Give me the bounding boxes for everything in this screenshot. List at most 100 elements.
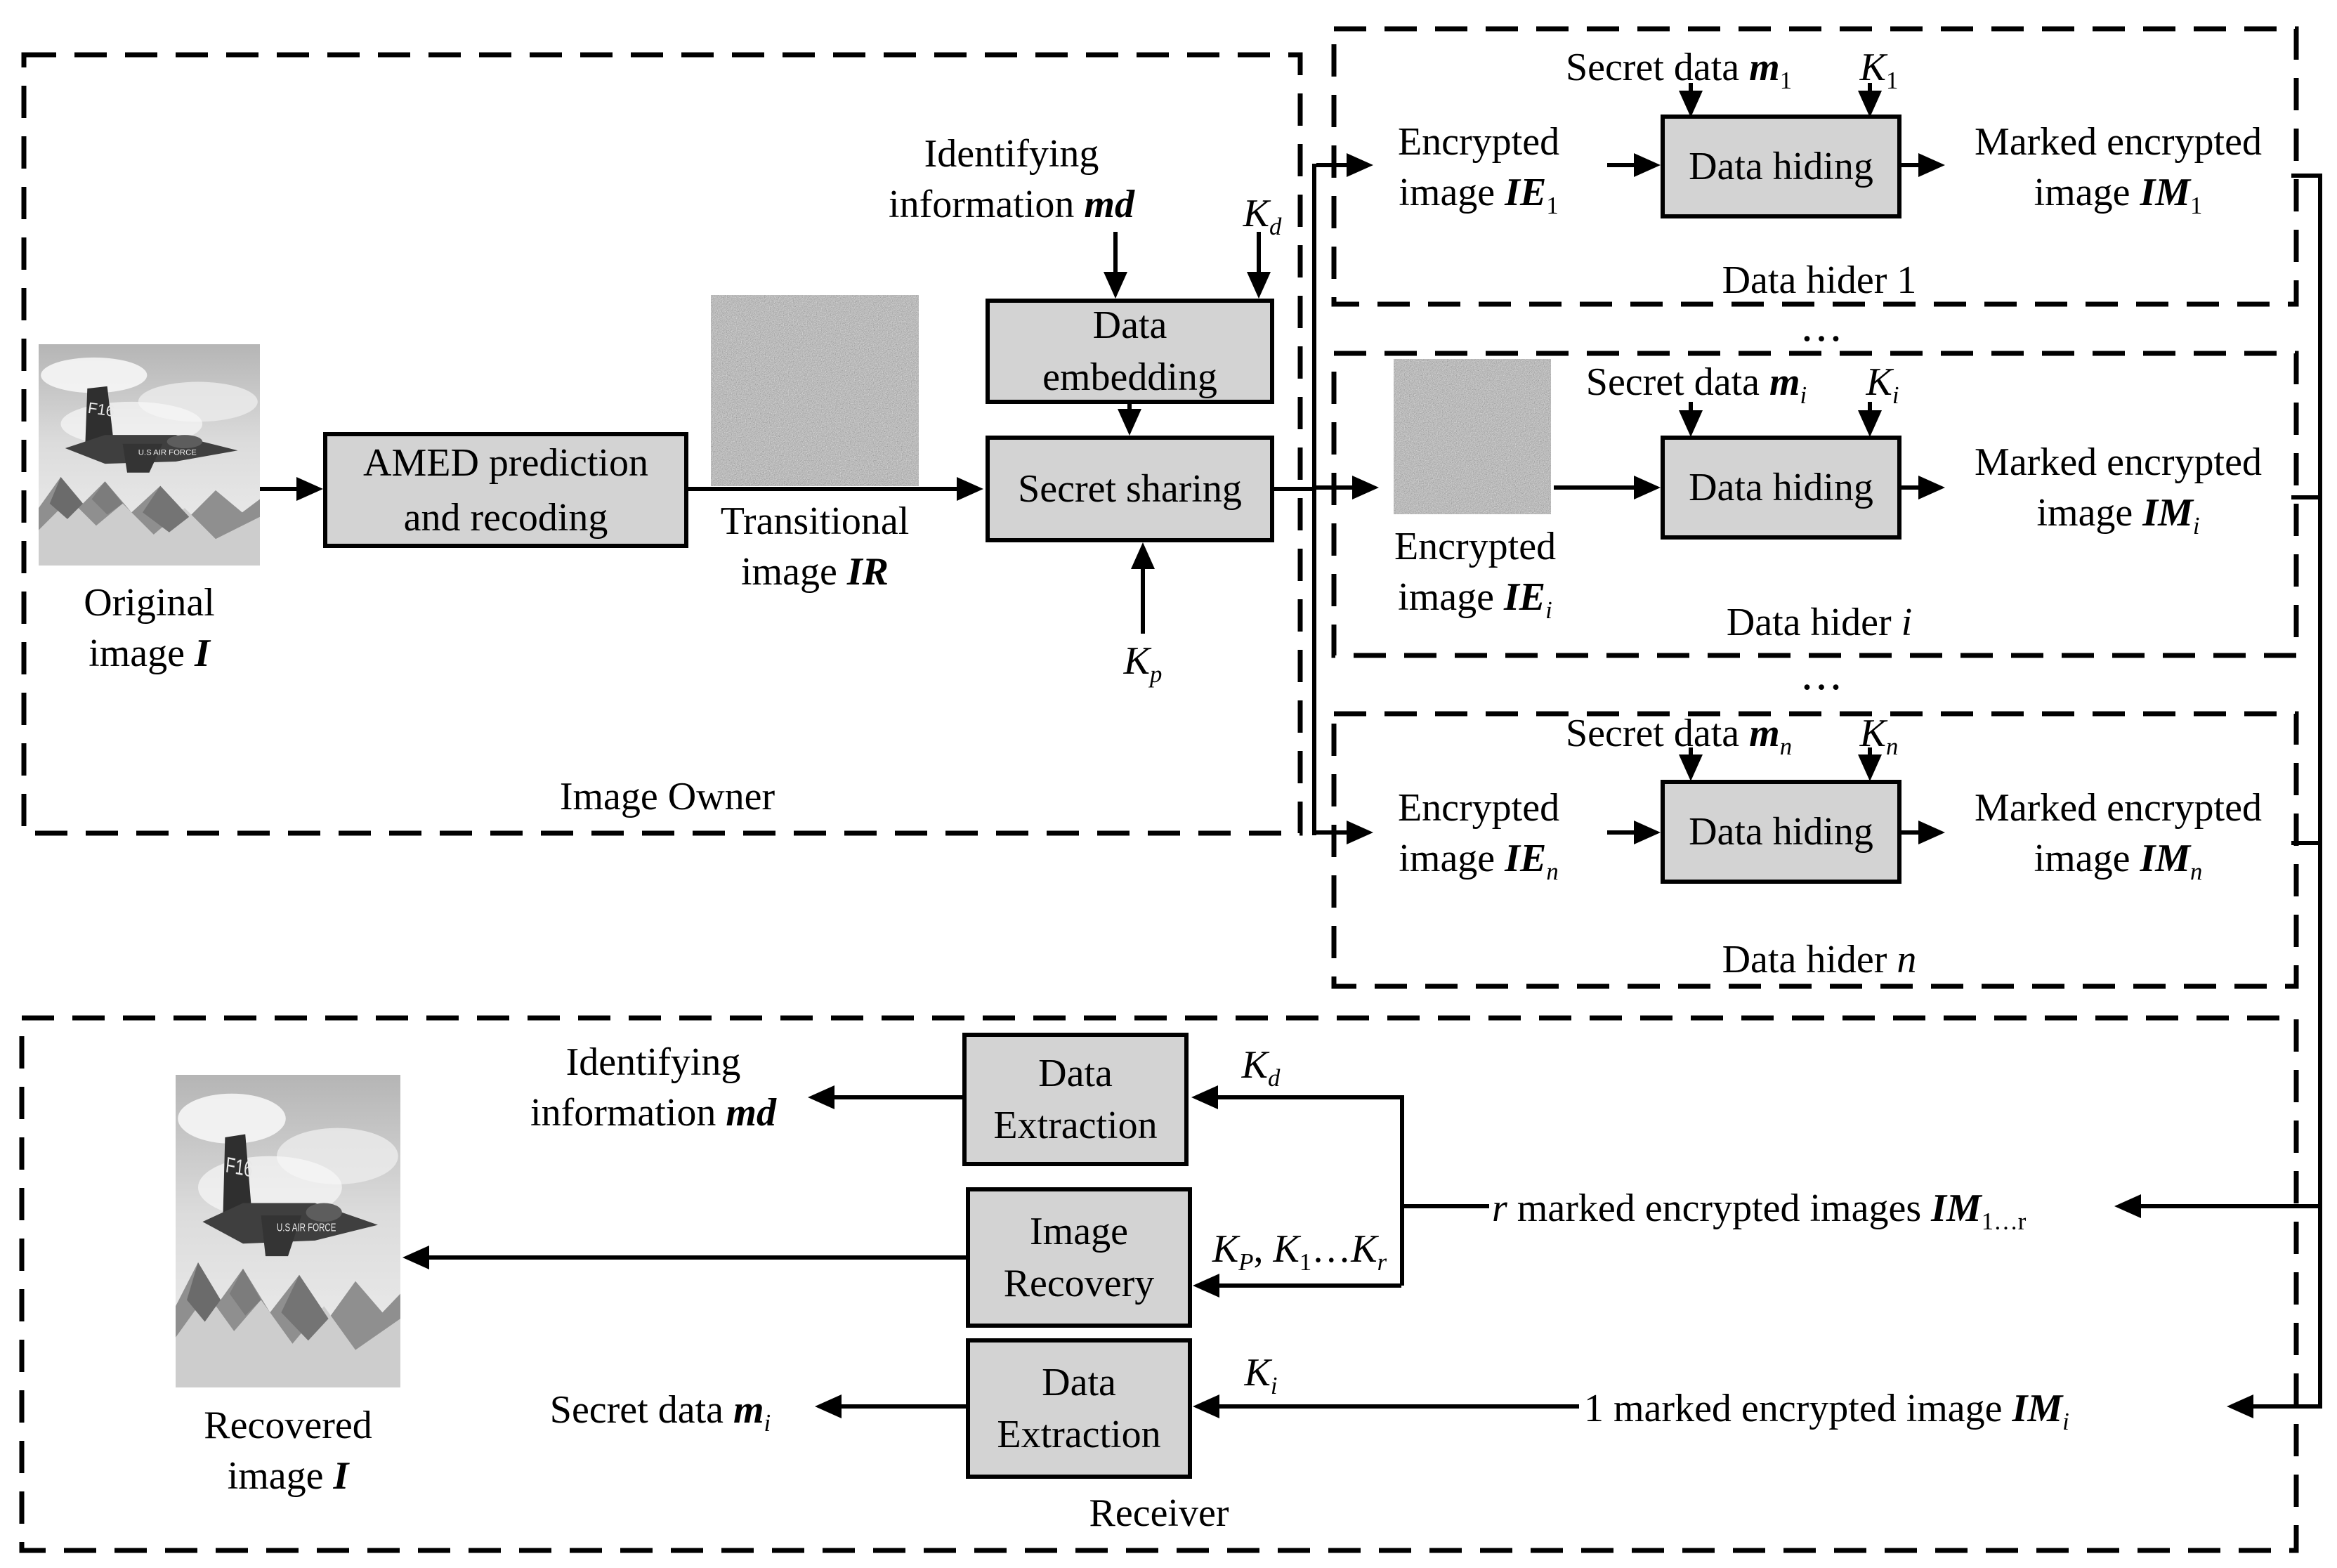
branch-to-hider1-head	[1347, 153, 1373, 177]
arrow-extraction1-out-line	[833, 1095, 962, 1099]
hider1-label: Data hider 1	[1722, 259, 1917, 302]
arrow-kp-to-sharing-line	[1141, 569, 1145, 634]
hider1-key-arrow-line	[1868, 83, 1872, 93]
arrow-recovery-out-head	[402, 1246, 429, 1269]
arrow-embedding-to-sharing-line	[1127, 404, 1132, 411]
key-d-label: Kd	[1243, 192, 1282, 241]
branch-to-hideri-line	[1316, 485, 1353, 490]
identifying-caption-line2: information md	[889, 183, 1134, 226]
arrow-amed-to-sharing-line	[688, 487, 957, 491]
hideri-marked-caption: Marked encrypted image IMi	[1975, 440, 2262, 540]
hider1-input-to-box-line	[1607, 163, 1635, 167]
hider1-output-head	[1918, 153, 1945, 177]
arrow-amed-to-sharing-head	[957, 477, 983, 501]
data-extraction-top-box: Data Extraction	[962, 1033, 1189, 1166]
arrow-kd-in-head	[1191, 1085, 1218, 1109]
hideri-noise-to-box-line	[1554, 485, 1635, 490]
hidern-key-arrow-head	[1858, 754, 1882, 781]
hidern-secret-arrow-line	[1689, 747, 1693, 757]
transitional-image-caption: Transitional image IR	[674, 496, 955, 597]
arrow-kd-in-line	[1217, 1095, 1402, 1099]
branch-to-hideri-head	[1352, 476, 1379, 499]
hidern-label: Data hider n	[1722, 938, 1917, 981]
r-marked-rail-left-line	[1404, 1204, 1489, 1208]
hideri-key-arrow-head	[1858, 410, 1882, 437]
hidern-secret-data-label: Secret data mn	[1565, 712, 1793, 761]
hider1-secret-arrow-head	[1679, 91, 1703, 117]
hidern-data-hiding-box: Data hiding	[1661, 780, 1901, 884]
receiver-junction-rail	[1400, 1095, 1404, 1286]
hidern-marked-caption: Marked encrypted image IMn	[1975, 786, 2262, 886]
right-collection-rail	[2318, 174, 2322, 1409]
one-marked-image-label: 1 marked encrypted image IMi	[1584, 1387, 2069, 1436]
original-caption-line1: Original	[84, 581, 215, 625]
arrow-md-to-embedding-head	[1104, 272, 1127, 299]
hideri-encrypted-caption: Encrypted image IEi	[1394, 525, 1557, 625]
data-embedding-box: Data embedding	[986, 299, 1274, 404]
hideri-output-line	[1901, 485, 1920, 490]
hideri-to-rail-line	[2291, 495, 2322, 499]
hideri-secret-arrow-head	[1679, 410, 1703, 437]
branch-to-hider1-line	[1316, 163, 1347, 167]
key-p-label: Kp	[1123, 639, 1163, 688]
arrow-embedding-to-sharing-head	[1118, 409, 1141, 436]
hidern-output-line	[1901, 830, 1920, 835]
hider1-data-hiding-box: Data hiding	[1661, 115, 1901, 218]
hiders-ellipsis-top: ...	[1801, 300, 1845, 351]
left-distribution-rail	[1312, 164, 1316, 835]
secret-sharing-box: Secret sharing	[986, 436, 1274, 542]
arrow-extraction1-out-head	[808, 1085, 834, 1109]
arrow-keys-in-head	[1193, 1274, 1219, 1298]
amed-prediction-box: AMED prediction and recoding	[323, 432, 688, 548]
hider1-key-label: K1	[1859, 46, 1899, 95]
hider1-to-rail-line	[2291, 174, 2322, 178]
hideri-data-hiding-box: Data hiding	[1661, 436, 1901, 540]
one-marked-rail-head	[2227, 1394, 2253, 1418]
receiver-key-i-label: Ki	[1244, 1351, 1278, 1400]
arrow-kd-to-embedding-head	[1247, 272, 1271, 299]
arrow-original-to-amed-line	[260, 487, 296, 491]
hideri-secret-data-label: Secret data mi	[1585, 360, 1807, 410]
arrow-keys-in-line	[1218, 1283, 1401, 1288]
arrow-extraction2-out-line	[840, 1404, 966, 1409]
r-marked-images-label: r marked encrypted images IM1…r	[1492, 1187, 2027, 1236]
hidern-output-head	[1918, 821, 1945, 844]
hidern-encrypted-caption: Encrypted image IEn	[1397, 786, 1560, 886]
hidern-key-label: Kn	[1859, 712, 1899, 761]
transitional-caption-line2: image IR	[741, 550, 889, 594]
r-marked-rail-head	[2114, 1194, 2141, 1218]
hideri-key-arrow-line	[1868, 402, 1872, 412]
branch-to-hidern-line	[1316, 830, 1347, 835]
hidern-input-to-box-head	[1634, 821, 1661, 844]
encrypted-image-i-thumbnail	[1394, 359, 1551, 514]
hider1-key-arrow-head	[1858, 91, 1882, 117]
one-marked-rail-left-line	[1218, 1404, 1579, 1409]
hider1-encrypted-caption: Encrypted image IE1	[1397, 120, 1560, 220]
receiver-label: Receiver	[1089, 1491, 1229, 1535]
hider1-output-line	[1901, 163, 1920, 167]
hider1-marked-caption: Marked encrypted image IM1	[1975, 120, 2262, 220]
arrow-extraction2-out-head	[815, 1394, 842, 1418]
original-image-thumbnail: F16 U.S AIR FORCE	[39, 344, 260, 566]
hidern-secret-arrow-head	[1679, 754, 1703, 781]
branch-to-hidern-head	[1347, 821, 1373, 844]
hideri-output-head	[1918, 476, 1945, 499]
arrow-recovery-out-line	[428, 1255, 966, 1260]
arrow-kp-to-sharing-head	[1131, 542, 1155, 569]
arrow-original-to-amed-head	[296, 477, 323, 501]
data-hider-i-frame	[1331, 351, 2299, 658]
image-owner-frame	[21, 52, 1303, 836]
arrow-md-to-embedding-line	[1113, 232, 1118, 273]
receiver-key-d-label: Kd	[1241, 1043, 1281, 1092]
hideri-noise-to-box-head	[1634, 476, 1661, 499]
r-marked-rail-right-line	[2140, 1204, 2319, 1208]
hideri-key-label: Ki	[1866, 360, 1899, 410]
hidern-input-to-box-line	[1607, 830, 1635, 835]
transitional-caption-line1: Transitional	[720, 499, 910, 543]
receiver-frame	[19, 1015, 2299, 1553]
recovered-image-caption: Recovered image I	[204, 1404, 372, 1498]
image-owner-label: Image Owner	[559, 775, 775, 818]
hideri-label: Data hider i	[1726, 601, 1913, 644]
sharing-output-line	[1274, 487, 1316, 491]
